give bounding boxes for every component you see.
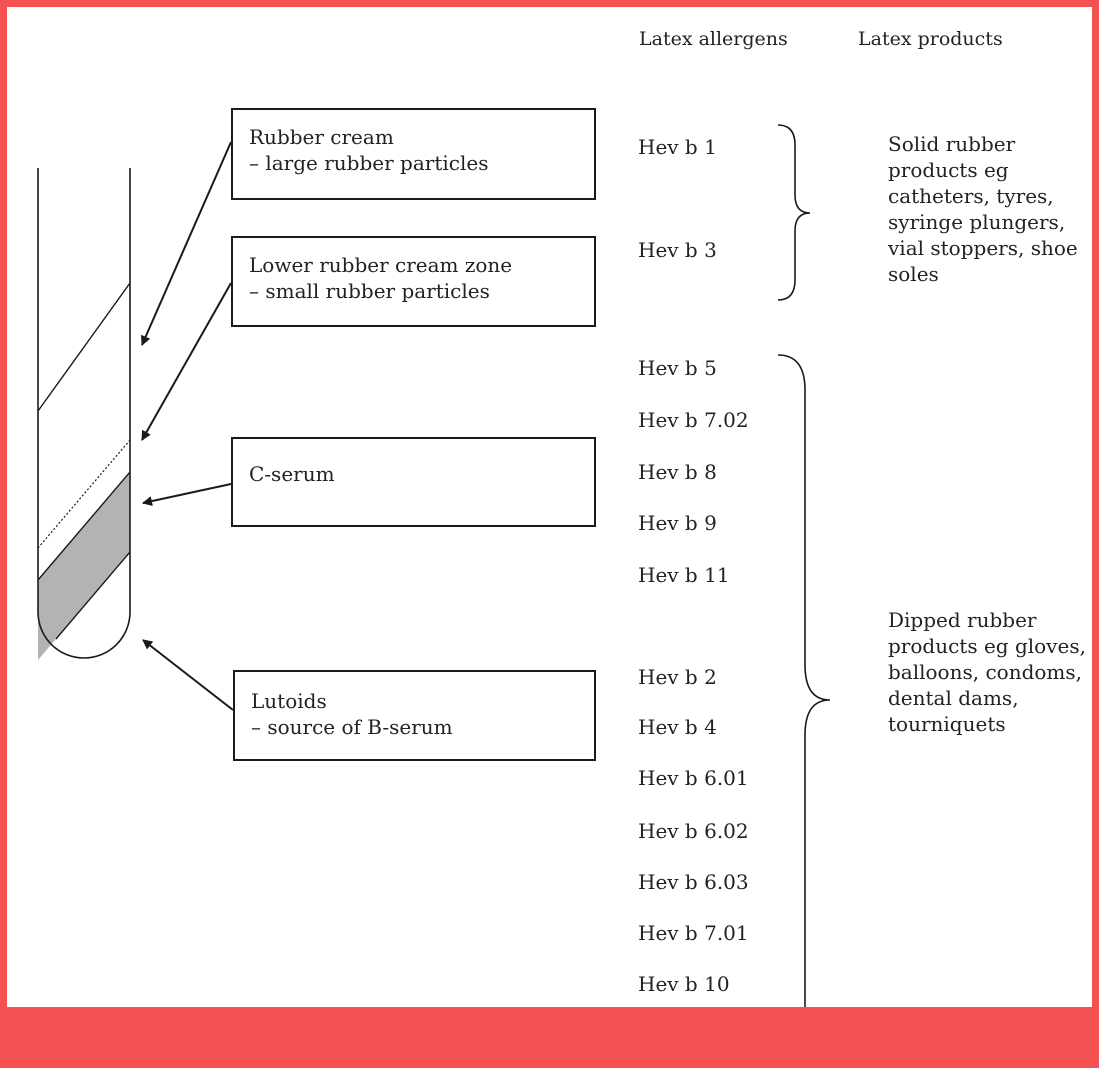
allergen-item: Hev b 1 [638, 135, 717, 159]
product-line: Dipped rubber [888, 608, 1037, 632]
allergen-item: Hev b 9 [638, 511, 717, 535]
arrows [141, 141, 234, 711]
test-tube [37, 168, 131, 660]
product-line: catheters, tyres, [888, 184, 1054, 208]
box-lutoids-subtitle: – source of B-serum [251, 715, 453, 739]
allergen-item: Hev b 7.01 [638, 921, 749, 945]
braces [777, 124, 831, 1046]
product-line: Solid rubber [888, 132, 1016, 156]
allergen-item: Hev b 6.02 [638, 819, 749, 843]
allergen-item: Hev b 8 [638, 460, 717, 484]
c-serum-band [38, 472, 130, 660]
layer-line-cserum-bottom [55, 551, 131, 640]
box-c-serum-title: C-serum [249, 462, 335, 486]
product-line: dental dams, [888, 686, 1019, 710]
layer-line-cserum-top [37, 471, 131, 581]
product-solid-rubber: Solid rubber products eg catheters, tyre… [888, 131, 1078, 287]
product-line: vial stoppers, shoe [888, 236, 1078, 260]
allergen-item: Hev b 6.01 [638, 766, 749, 790]
box-rubber-cream-subtitle: – large rubber particles [249, 151, 489, 175]
allergen-item: Hev b 11 [638, 563, 730, 587]
allergen-item: Hev b 13 [638, 1022, 730, 1046]
box-lutoids: Lutoids – source of B-serum [233, 670, 596, 761]
product-line: syringe plungers, [888, 210, 1066, 234]
tube-outline [37, 168, 131, 659]
box-rubber-cream-title: Rubber cream [249, 125, 394, 149]
box-lutoids-title: Lutoids [251, 689, 327, 713]
allergen-item: Hev b 7.02 [638, 408, 749, 432]
product-line: products eg [888, 158, 1009, 182]
box-lower-rubber-cream-subtitle: – small rubber particles [249, 279, 490, 303]
box-c-serum: C-serum [231, 437, 596, 527]
allergen-item: Hev b 6.03 [638, 870, 749, 894]
brace-dipped-products [777, 354, 831, 1046]
product-line: tourniquets [888, 712, 1006, 736]
box-lower-rubber-cream: Lower rubber cream zone – small rubber p… [231, 236, 596, 327]
product-line: soles [888, 262, 939, 286]
box-lower-rubber-cream-title: Lower rubber cream zone [249, 253, 513, 277]
header-latex-products: Latex products [858, 28, 1003, 50]
header-latex-allergens: Latex allergens [639, 28, 788, 50]
allergen-item: Hev b 3 [638, 238, 717, 262]
product-line: balloons, condoms, [888, 660, 1083, 684]
brace-solid-products [777, 124, 811, 301]
allergen-item: Hev b 10 [638, 972, 730, 996]
product-line: products eg gloves, [888, 634, 1086, 658]
product-dipped-rubber: Dipped rubber products eg gloves, balloo… [888, 607, 1086, 737]
allergen-item: Hev b 5 [638, 356, 717, 380]
allergen-item: Hev b 2 [638, 665, 717, 689]
layer-line-upper [37, 282, 131, 412]
arrow-lower-cream [141, 282, 232, 441]
box-rubber-cream: Rubber cream – large rubber particles [231, 108, 596, 200]
allergen-item: Hev b 4 [638, 715, 717, 739]
arrow-lutoids [142, 639, 234, 711]
arrow-rubber-cream [141, 141, 232, 346]
arrow-c-serum [142, 483, 232, 506]
